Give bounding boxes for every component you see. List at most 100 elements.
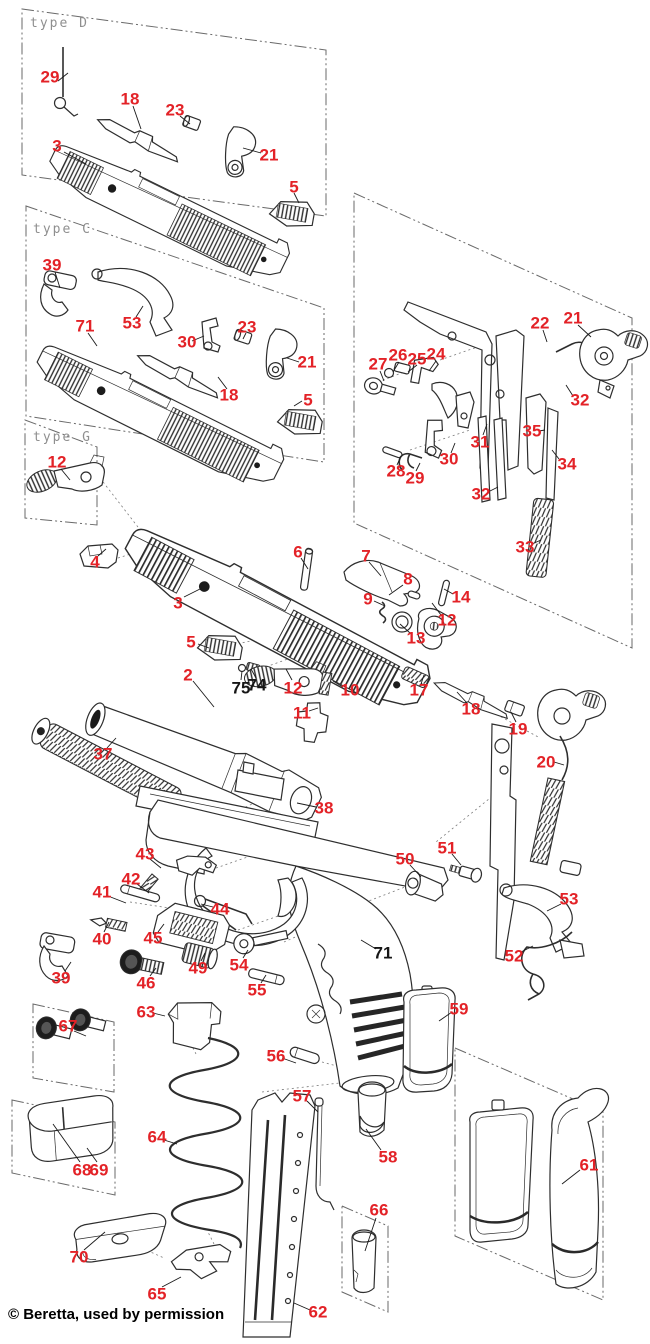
part-label-4: 4	[90, 552, 100, 572]
part-label-61: 61	[579, 1155, 599, 1175]
part-label-23: 23	[237, 317, 257, 337]
part-label-33: 33	[515, 537, 535, 557]
part-label-55: 55	[247, 980, 267, 1000]
part-label-41: 41	[92, 882, 112, 902]
part-label-43: 43	[135, 844, 155, 864]
part-lever-53-type-c	[91, 268, 174, 337]
part-label-59: 59	[449, 999, 469, 1019]
part-label-62: 62	[308, 1302, 328, 1322]
part-label-11: 11	[293, 703, 311, 723]
part-lanyard-base-68-69	[27, 1094, 114, 1162]
part-label-23: 23	[165, 100, 185, 120]
part-label-39: 39	[42, 255, 62, 275]
group-label-type-d: type D	[30, 16, 89, 31]
part-firing-pin-retainer-29	[53, 47, 79, 117]
part-magazine-spring-64	[168, 1036, 244, 1249]
part-label-18: 18	[461, 699, 481, 719]
part-label-19: 19	[508, 719, 528, 739]
part-nut-49	[181, 942, 218, 970]
part-label-53: 53	[122, 313, 142, 333]
part-label-40: 40	[92, 929, 112, 949]
part-label-27: 27	[368, 354, 388, 374]
part-label-22: 22	[530, 313, 550, 333]
part-label-70: 70	[69, 1247, 89, 1267]
part-label-42: 42	[121, 869, 141, 889]
part-grip-panel-59	[402, 985, 456, 1093]
part-label-35: 35	[522, 421, 542, 441]
part-hammer-assembly-20	[489, 688, 607, 961]
part-label-30: 30	[177, 332, 197, 352]
part-label-54: 54	[229, 955, 249, 975]
type-g-box	[24, 419, 98, 526]
part-label-38: 38	[314, 798, 334, 818]
part-label-28: 28	[386, 461, 406, 481]
group-label-type-c: type C	[33, 222, 92, 237]
part-label-5: 5	[303, 390, 313, 410]
part-label-21: 21	[259, 145, 279, 165]
part-label-69: 69	[89, 1160, 109, 1180]
part-spring-9	[378, 601, 387, 624]
part-label-29: 29	[40, 67, 60, 87]
part-label-18: 18	[219, 385, 239, 405]
part-spring-10	[318, 671, 333, 696]
part-follower-63	[167, 1001, 222, 1051]
part-firing-pin-type-d	[93, 112, 184, 165]
part-label-39: 39	[51, 968, 71, 988]
part-bushing-23-type-d	[182, 114, 202, 131]
part-safety-39-type-c	[40, 270, 77, 317]
part-block-11	[295, 702, 329, 744]
part-spring-plate-65	[170, 1243, 232, 1280]
part-label-32: 32	[471, 484, 491, 504]
part-label-3: 3	[173, 593, 183, 613]
part-label-18: 18	[120, 89, 140, 109]
part-label-51: 51	[437, 838, 457, 858]
part-label-63: 63	[136, 1002, 156, 1022]
part-label-53: 53	[559, 889, 579, 909]
grip-panels-box	[454, 1047, 604, 1301]
part-rear-sight-type-c	[275, 403, 325, 439]
part-label-12: 12	[437, 610, 457, 630]
part-rear-sight-type-d	[267, 195, 317, 231]
part-label-64: 64	[147, 1127, 167, 1147]
part-grip-screws-67	[35, 1008, 107, 1040]
part-label-5: 5	[289, 177, 299, 197]
part-rear-sight-main	[195, 629, 245, 665]
part-plunger-8	[407, 590, 421, 600]
part-label-56: 56	[266, 1046, 286, 1066]
part-safety-39-lower	[39, 932, 76, 982]
hammer-group-box	[353, 192, 633, 649]
part-screw-51	[449, 864, 483, 883]
part-label-24: 24	[426, 344, 446, 364]
part-housing-45	[152, 902, 231, 956]
part-label-12: 12	[283, 678, 303, 698]
part-spring-52	[520, 931, 573, 1001]
part-pin-56	[289, 1046, 320, 1065]
part-label-45: 45	[143, 928, 163, 948]
part-label-57: 57	[292, 1086, 312, 1106]
part-slide-main	[114, 513, 436, 723]
part-ball-75	[237, 663, 247, 673]
part-label-20: 20	[536, 752, 556, 772]
part-slide-catch-43	[175, 855, 218, 876]
part-lever-21-type-c	[261, 327, 300, 383]
part-magazine-62	[242, 1092, 316, 1338]
part-label-44: 44	[210, 899, 230, 919]
part-label-8: 8	[403, 569, 413, 589]
part-label-75: 75	[231, 678, 251, 698]
type-c-box	[25, 205, 325, 463]
part-label-30: 30	[439, 449, 459, 469]
group-label-type-g: type G	[33, 430, 92, 445]
part-lever-53-lower	[499, 883, 585, 959]
part-sear-30-type-c	[201, 317, 221, 353]
part-label-7: 7	[361, 546, 371, 566]
part-label-71: 71	[75, 316, 95, 336]
part-label-2: 2	[183, 665, 193, 685]
part-label-68: 68	[72, 1160, 92, 1180]
part-lever-21-type-d	[221, 125, 259, 180]
part-label-71: 71	[373, 943, 393, 963]
part-label-50: 50	[395, 849, 415, 869]
part-label-5: 5	[186, 632, 196, 652]
part-label-49: 49	[188, 958, 208, 978]
